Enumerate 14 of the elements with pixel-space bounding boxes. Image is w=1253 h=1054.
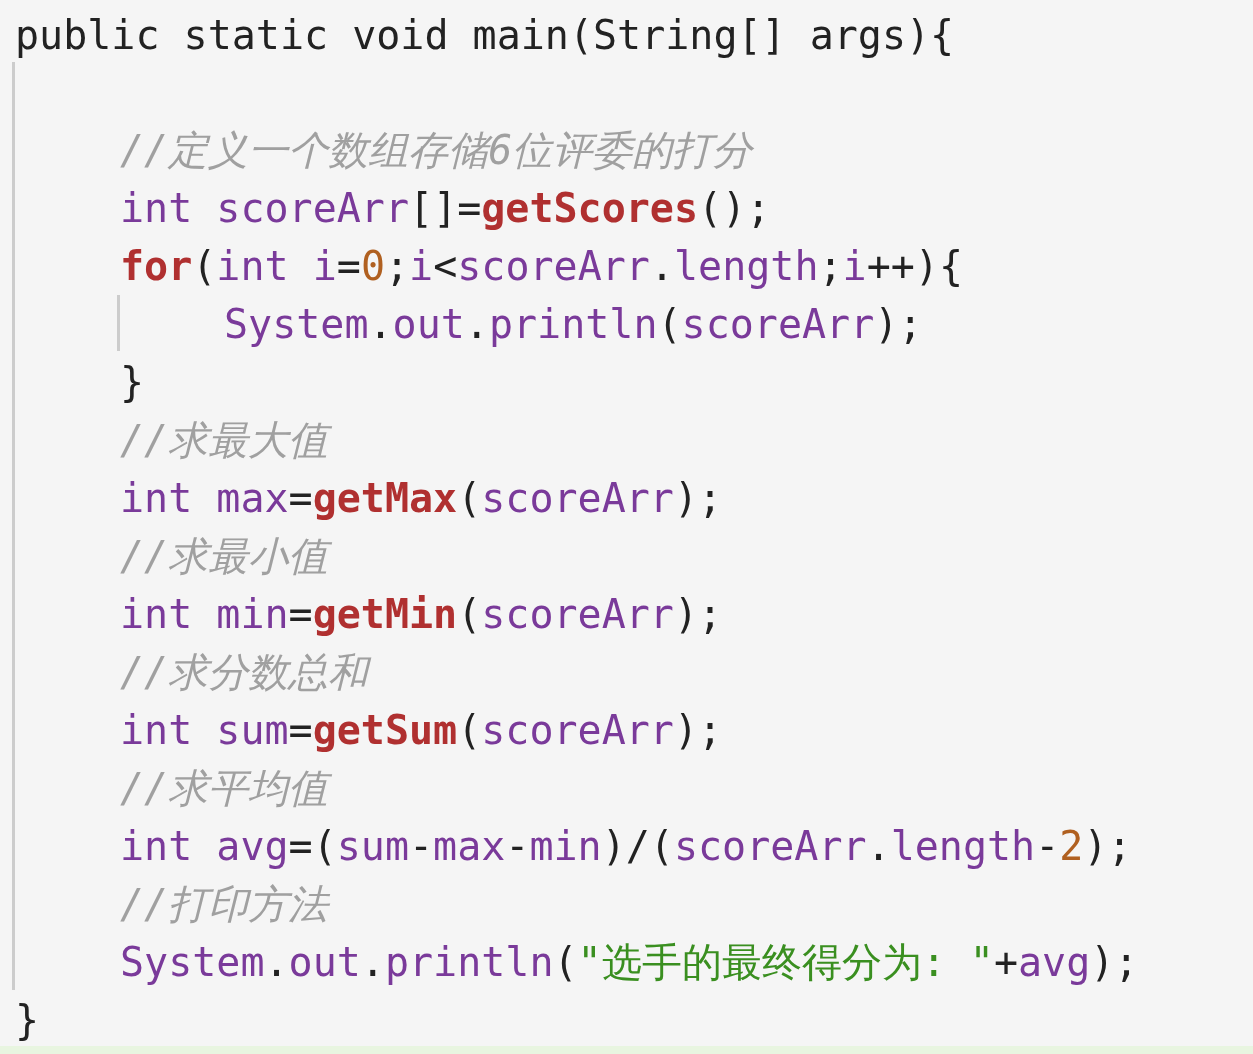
code-line: System.out.println("选手的最终得分为: "+avg); [120,938,1139,987]
code-line: } [120,358,145,407]
code-line: int sum=getSum(scoreArr); [120,706,723,755]
code-comment: //打印方法 [120,880,329,929]
code-line: System.out.println(scoreArr); [224,300,923,349]
code-line: int max=getMax(scoreArr); [120,474,723,523]
code-line: int min=getMin(scoreArr); [120,590,723,639]
code-comment: //定义一个数组存储6位评委的打分 [120,126,753,175]
code-line: int scoreArr[]=getScores(); [120,184,771,233]
code-line: for(int i=0;i<scoreArr.length;i++){ [120,242,963,291]
code-line: public static void main(String[] args){ [15,11,955,60]
code-line: int avg=(sum-max-min)/(scoreArr.length-2); [120,822,1132,871]
code-line: } [15,996,40,1045]
code-comment: //求分数总和 [120,648,369,697]
